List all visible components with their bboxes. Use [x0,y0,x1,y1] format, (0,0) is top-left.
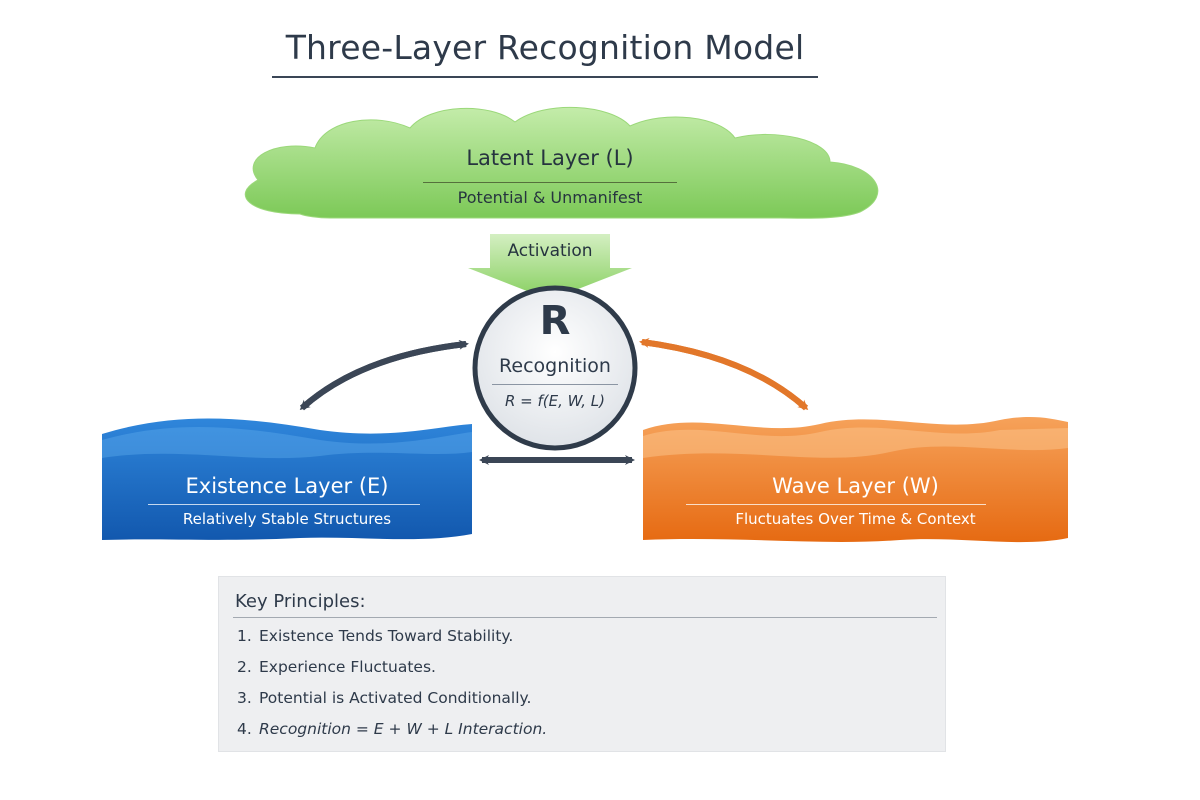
title-underline [272,76,818,78]
principle-number: 3. [237,689,252,707]
wave-layer-shape [643,416,1068,543]
existence-layer-divider [148,504,420,505]
existence-layer-subtitle: Relatively Stable Structures [182,510,392,528]
page-title: Three-Layer Recognition Model [285,28,805,67]
principle-number: 4. [237,720,252,738]
wave-layer-title: Wave Layer (W) [772,474,939,498]
key-principles-divider [233,617,937,618]
activation-arrow [468,234,632,300]
existence-layer-shape [102,418,472,540]
principle-item: 4. Recognition = E + W + L Interaction. [237,720,547,738]
principle-number: 1. [237,627,252,645]
principle-item: 1. Existence Tends Toward Stability. [237,627,513,645]
latent-layer-subtitle: Potential & Unmanifest [457,188,643,207]
key-principles-panel: Key Principles: 1. Existence Tends Toward… [218,576,946,752]
wave-to-recognition-arrow [639,337,809,411]
latent-cloud-shape [244,106,879,219]
principle-item: 2. Experience Fluctuates. [237,658,436,676]
key-principles-title: Key Principles: [235,591,366,612]
principle-text: Experience Fluctuates. [259,658,436,676]
principle-number: 2. [237,658,252,676]
existence-layer-title: Existence Layer (E) [185,474,389,498]
wave-layer-subtitle: Fluctuates Over Time & Context [735,510,976,528]
recognition-circle [472,285,638,451]
recognition-to-wave-arrow [641,339,809,411]
activation-label: Activation [507,241,593,261]
wave-layer-divider [686,504,986,505]
recognition-to-existence-arrow [299,339,469,411]
latent-layer-title: Latent Layer (L) [466,146,634,170]
recognition-formula: R = f(E, W, L) [504,392,606,410]
principle-text: Existence Tends Toward Stability. [259,627,514,645]
recognition-letter: R [539,298,571,344]
principle-text: Potential is Activated Conditionally. [259,689,532,707]
existence-to-recognition-arrow [299,341,467,411]
principle-item: 3. Potential is Activated Conditionally. [237,689,531,707]
latent-layer-divider [423,182,677,183]
principle-text: Recognition = E + W + L Interaction. [259,720,548,738]
recognition-divider [492,384,618,385]
recognition-label: Recognition [499,355,611,377]
